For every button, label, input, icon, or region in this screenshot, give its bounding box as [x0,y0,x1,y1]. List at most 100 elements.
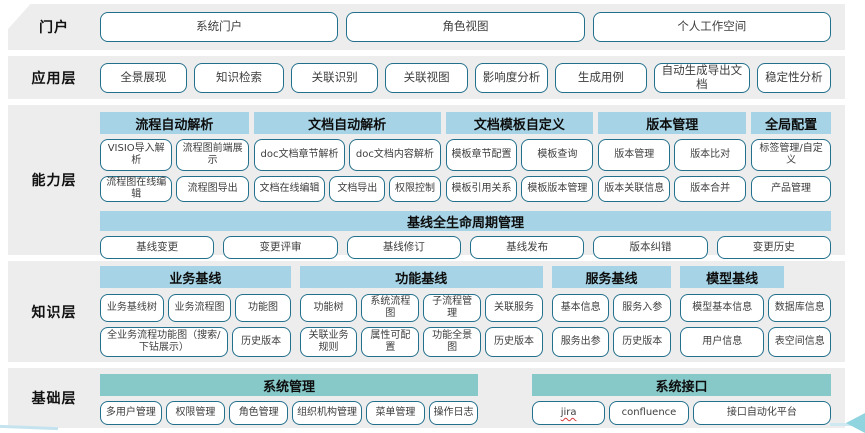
cap-group-header: 文档模板自定义 [445,112,594,134]
baseline-lifecycle-header: 基线全生命周期管理 [100,211,831,231]
f-group-system-mgmt: 系统管理 多用户管理 权限管理 角色管理 组织机构管理 菜单管理 操作日志 [100,374,479,425]
cap-box-doc-chapter-parse: doc文档章节解析 [253,139,346,171]
portal-box-system-portal: 系统门户 [100,12,339,42]
baseline-box-change: 基线变更 [100,236,215,259]
k-box-basic-info: 基本信息 [551,294,610,322]
k-box-business-flowchart: 业务流程图 [167,294,232,322]
app-box-knowledge-search: 知识检索 [193,62,285,93]
k-box-user-info: 用户信息 [680,327,765,357]
cap-box-doc-online-edit: 文档在线编辑 [253,176,326,202]
k-box-function-panorama: 功能全景图 [423,327,482,357]
f-group-system-interface: 系统接口 jira confluence 接口自动化平台 [532,374,831,425]
k-group-header: 服务基线 [551,266,672,288]
layer-application: 应用层 全景展现 知识检索 关联识别 关联视图 影响度分析 生成用例 自动生成导… [8,56,845,99]
cap-box-visio-import: VISIO导入解析 [100,139,173,171]
f-group-header: 系统管理 [100,374,479,396]
layer-knowledge-content: 业务基线 业务基线树 业务流程图 功能图 全业务流程功能图（搜索/下钻展示） 历… [100,261,845,362]
cap-group-header: 流程自动解析 [100,112,249,134]
k-box-service-input-params: 服务入参 [613,294,672,322]
portal-box-role-view: 角色视图 [346,12,585,42]
layer-application-label: 应用层 [31,70,77,87]
baseline-box-change-review: 变更评审 [223,236,338,259]
k-box-business-baseline-tree: 业务基线树 [100,294,164,322]
cap-box-doc-content-parse: doc文档内容解析 [349,139,441,171]
corner-cut-decoration [0,0,34,38]
cap-box-template-reference: 模板引用关系 [445,176,518,202]
cap-box-flowchart-online-edit: 流程图在线编辑 [100,176,173,202]
cap-box-doc-export: 文档导出 [329,176,386,202]
f-box-operation-log: 操作日志 [429,401,479,425]
k-box-function-diagram: 功能图 [235,294,291,322]
arrow-tail-decoration [830,423,852,426]
cap-box-tag-mgmt-custom: 标签管理/自定义 [751,139,832,171]
layer-portal-content: 系统门户 角色视图 个人工作空间 [100,4,845,50]
cap-box-template-version-mgmt: 模板版本管理 [521,176,594,202]
app-box-stability-analysis: 稳定性分析 [756,62,831,93]
layer-foundation-content: 系统管理 多用户管理 权限管理 角色管理 组织机构管理 菜单管理 操作日志 系统… [100,368,845,428]
f-box-menu-mgmt: 菜单管理 [365,401,426,425]
k-box-history-version: 历史版本 [485,327,543,357]
cap-group-header: 文档自动解析 [253,112,441,134]
layer-portal: 门户 系统门户 角色视图 个人工作空间 [8,4,845,50]
layer-capability-label: 能力层 [31,173,77,189]
baseline-box-release: 基线发布 [469,236,585,259]
f-box-multiuser-mgmt: 多用户管理 [100,401,162,425]
k-box-system-flowchart: 系统流程图 [361,294,420,322]
k-box-subprocess-mgmt: 子流程管理 [423,294,482,322]
jira-label: jira [560,407,577,418]
k-box-database-info: 数据库信息 [768,294,831,322]
f-box-role-mgmt: 角色管理 [229,401,289,425]
left-arrow-icon [846,413,865,433]
cap-box-version-compare: 版本比对 [674,139,747,171]
app-box-auto-export-doc: 自动生成导出文档 [653,62,750,93]
cap-box-version-merge: 版本合并 [674,176,747,202]
f-box-permission-mgmt: 权限管理 [165,401,226,425]
k-group-service-baseline: 服务基线 基本信息 服务入参 服务出参 历史版本 [551,266,672,357]
cap-group-process-parse: 流程自动解析 VISIO导入解析 流程图前端展示 流程图在线编辑 流程图导出 [100,112,249,202]
app-box-panorama: 全景展现 [100,62,187,93]
layer-foundation: 基础层 系统管理 多用户管理 权限管理 角色管理 组织机构管理 菜单管理 操作日… [8,368,845,428]
app-box-relation-identify: 关联识别 [291,62,379,93]
k-box-related-services: 关联服务 [485,294,543,322]
k-box-history-version: 历史版本 [231,327,291,357]
layer-capability: 能力层 流程自动解析 VISIO导入解析 流程图前端展示 流程图在线编辑 流程图… [8,105,845,259]
k-group-header: 模型基线 [680,266,785,288]
k-box-related-business-rules: 关联业务规则 [299,327,358,357]
cap-box-product-mgmt: 产品管理 [751,176,832,202]
f-box-org-mgmt: 组织机构管理 [292,401,362,425]
layer-knowledge-label: 知识层 [31,304,77,321]
k-box-service-output-params: 服务出参 [551,327,610,357]
layer-foundation-label: 基础层 [31,391,77,407]
f-box-jira: jira [532,401,606,425]
cap-box-template-chapter-config: 模板章节配置 [445,139,518,171]
cap-box-flowchart-export: 流程图导出 [176,176,249,202]
cap-box-template-query: 模板查询 [521,139,594,171]
cap-group-header: 全局配置 [751,112,832,134]
k-box-model-basic-info: 模型基本信息 [680,294,765,322]
cap-box-version-mgmt: 版本管理 [598,139,671,171]
cap-box-version-relation-info: 版本关联信息 [598,176,671,202]
k-box-history-version: 历史版本 [613,327,672,357]
k-box-tablespace-info: 表空间信息 [768,327,831,357]
k-group-header: 功能基线 [299,266,543,288]
app-box-relation-view: 关联视图 [385,62,469,93]
baseline-box-change-history: 变更历史 [716,236,831,259]
f-box-interface-automation-platform: 接口自动化平台 [692,401,831,425]
k-box-function-tree: 功能树 [299,294,358,322]
cap-box-permission-control: 权限控制 [389,176,441,202]
baseline-box-version-correction: 版本纠错 [593,236,708,259]
cap-group-global-config: 全局配置 标签管理/自定义 产品管理 [751,112,832,202]
layer-knowledge: 知识层 业务基线 业务基线树 业务流程图 功能图 全业务流程功能图（搜索/下钻展… [8,261,845,362]
layer-portal-label: 门户 [39,20,69,36]
app-box-generate-usecase: 生成用例 [554,62,647,93]
portal-box-personal-workspace: 个人工作空间 [592,12,831,42]
k-group-function-baseline: 功能基线 功能树 系统流程图 子流程管理 关联服务 关联业务规则 属性可配置 功… [299,266,543,357]
cap-group-doc-parse: 文档自动解析 doc文档章节解析 doc文档内容解析 文档在线编辑 文档导出 权… [253,112,441,202]
baseline-box-revision: 基线修订 [346,236,461,259]
cap-group-header: 版本管理 [598,112,747,134]
f-group-header: 系统接口 [532,374,831,396]
cap-box-flowchart-front-display: 流程图前端展示 [176,139,249,171]
layer-application-content: 全景展现 知识检索 关联识别 关联视图 影响度分析 生成用例 自动生成导出文档 … [100,56,845,99]
f-box-confluence: confluence [609,401,689,425]
